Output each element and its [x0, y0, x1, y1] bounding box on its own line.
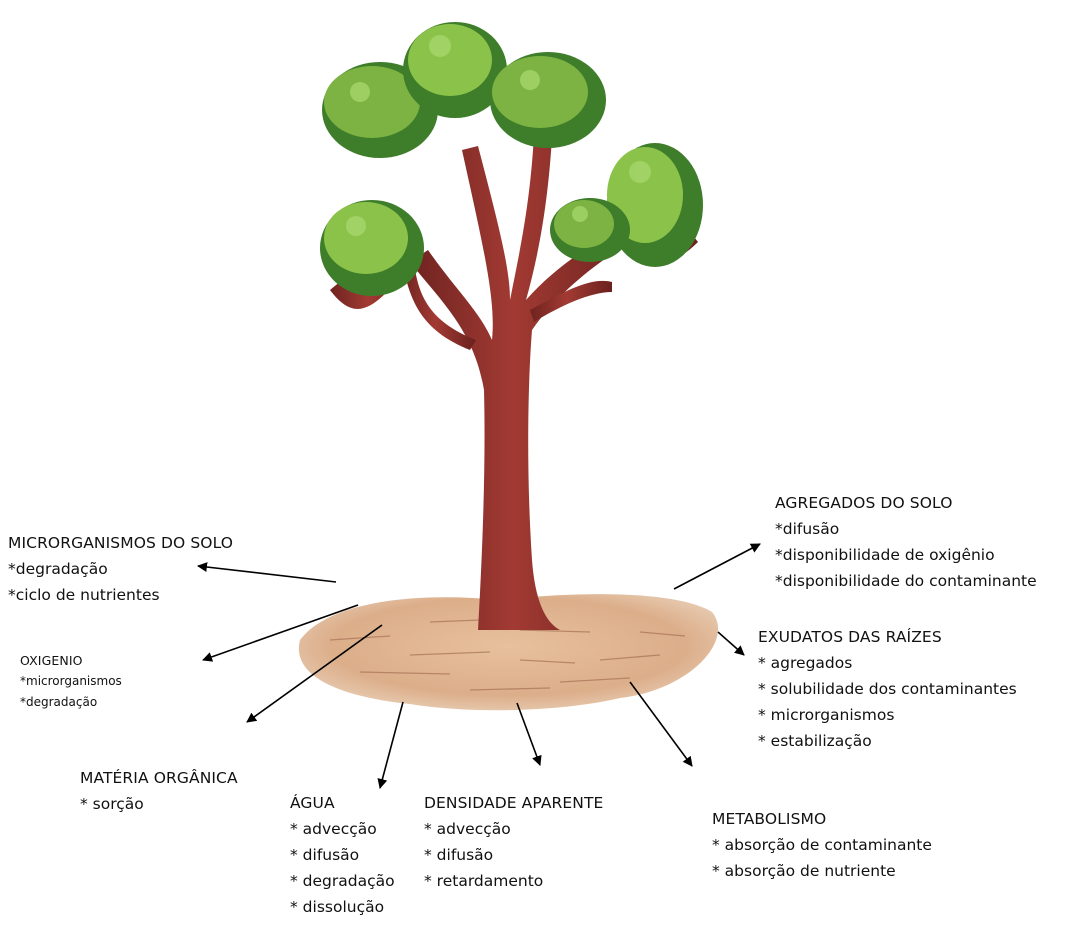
- label-item: * difusão: [424, 842, 603, 868]
- label-item: * degradação: [290, 868, 395, 894]
- label-title: AGREGADOS DO SOLO: [775, 490, 1037, 516]
- label-item: *difusão: [775, 516, 1037, 542]
- label-title: OXIGENIO: [20, 650, 122, 671]
- label-oxigenio: OXIGENIO *microrganismos *degradação: [20, 650, 122, 713]
- label-item: *degradação: [8, 556, 233, 582]
- label-item: * agregados: [758, 650, 1017, 676]
- label-item: *disponibilidade de oxigênio: [775, 542, 1037, 568]
- arrow-metabolismo: [630, 682, 692, 766]
- label-exudatos-das-raizes: EXUDATOS DAS RAÍZES * agregados * solubi…: [758, 624, 1017, 754]
- label-densidade-aparente: DENSIDADE APARENTE * advecção * difusão …: [424, 790, 603, 894]
- label-agua: ÁGUA * advecção * difusão * degradação *…: [290, 790, 395, 920]
- label-item: * microrganismos: [758, 702, 1017, 728]
- label-item: * absorção de nutriente: [712, 858, 932, 884]
- label-item: * advecção: [424, 816, 603, 842]
- label-microrganismos-do-solo: MICRORGANISMOS DO SOLO *degradação *cicl…: [8, 530, 233, 608]
- label-title: EXUDATOS DAS RAÍZES: [758, 624, 1017, 650]
- label-item: *microrganismos: [20, 671, 122, 692]
- tree: [320, 22, 703, 630]
- label-agregados-do-solo: AGREGADOS DO SOLO *difusão *disponibilid…: [775, 490, 1037, 594]
- label-item: * advecção: [290, 816, 395, 842]
- label-item: *ciclo de nutrientes: [8, 582, 233, 608]
- label-title: METABOLISMO: [712, 806, 932, 832]
- label-title: DENSIDADE APARENTE: [424, 790, 603, 816]
- label-item: *degradação: [20, 692, 122, 713]
- label-item: * retardamento: [424, 868, 603, 894]
- label-item: * solubilidade dos contaminantes: [758, 676, 1017, 702]
- label-metabolismo: METABOLISMO * absorção de contaminante *…: [712, 806, 932, 884]
- label-materia-organica: MATÉRIA ORGÂNICA * sorção: [80, 765, 238, 817]
- arrow-agua: [380, 702, 403, 788]
- label-item: *disponibilidade do contaminante: [775, 568, 1037, 594]
- label-item: * difusão: [290, 842, 395, 868]
- arrow-exudatos: [718, 632, 744, 655]
- label-title: MICRORGANISMOS DO SOLO: [8, 530, 233, 556]
- tree-canopy: [320, 22, 703, 296]
- label-item: * dissolução: [290, 894, 395, 920]
- label-title: ÁGUA: [290, 790, 395, 816]
- arrow-densidade: [517, 703, 540, 765]
- label-item: * estabilização: [758, 728, 1017, 754]
- label-title: MATÉRIA ORGÂNICA: [80, 765, 238, 791]
- arrow-agregados: [674, 544, 760, 589]
- label-item: * absorção de contaminante: [712, 832, 932, 858]
- label-item: * sorção: [80, 791, 238, 817]
